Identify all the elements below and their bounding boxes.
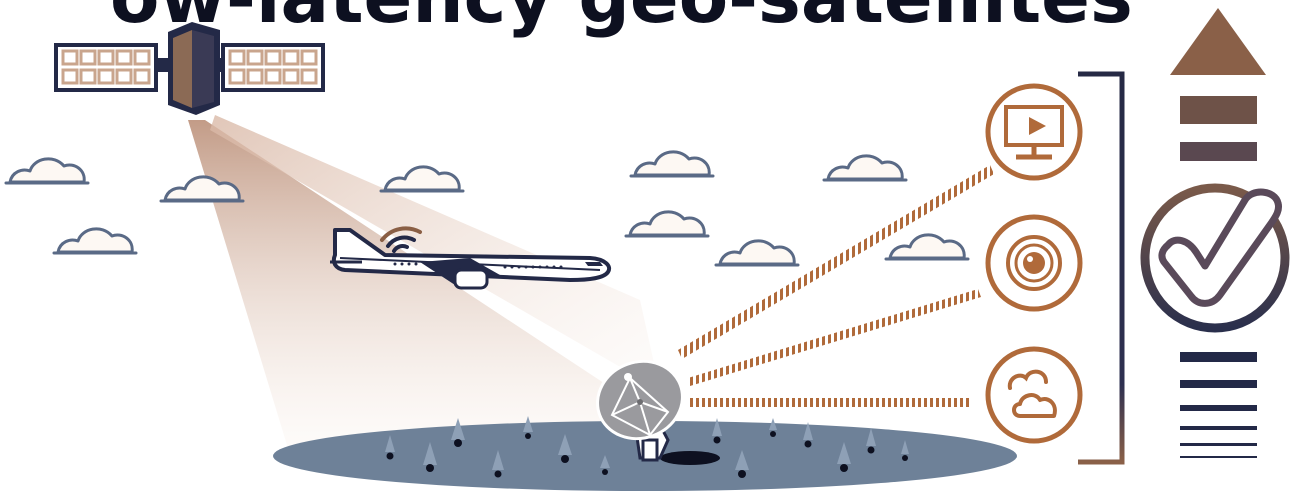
signal-link-camera <box>688 289 981 386</box>
cloud-icon <box>988 349 1080 441</box>
cloud-shape <box>886 235 968 259</box>
signal-link-cloud <box>690 398 972 407</box>
up-arrow-icon <box>1170 8 1266 161</box>
cloud-shape <box>716 241 798 265</box>
stacked-lines-icon <box>1180 352 1257 458</box>
video-monitor-icon <box>988 86 1080 178</box>
cloud-shape <box>381 167 463 191</box>
bracket <box>1078 74 1122 462</box>
dish-shadow <box>660 451 720 465</box>
cloud-shape <box>631 152 713 176</box>
page-title: ow-latency geo-satellites <box>110 0 1133 39</box>
cloud-shape <box>6 159 88 183</box>
cloud-shape <box>54 229 136 253</box>
checkmark-circle-icon <box>1145 188 1285 328</box>
cloud-shape <box>824 156 906 180</box>
cloud-shape <box>626 212 708 236</box>
camera-lens-icon <box>988 217 1080 309</box>
